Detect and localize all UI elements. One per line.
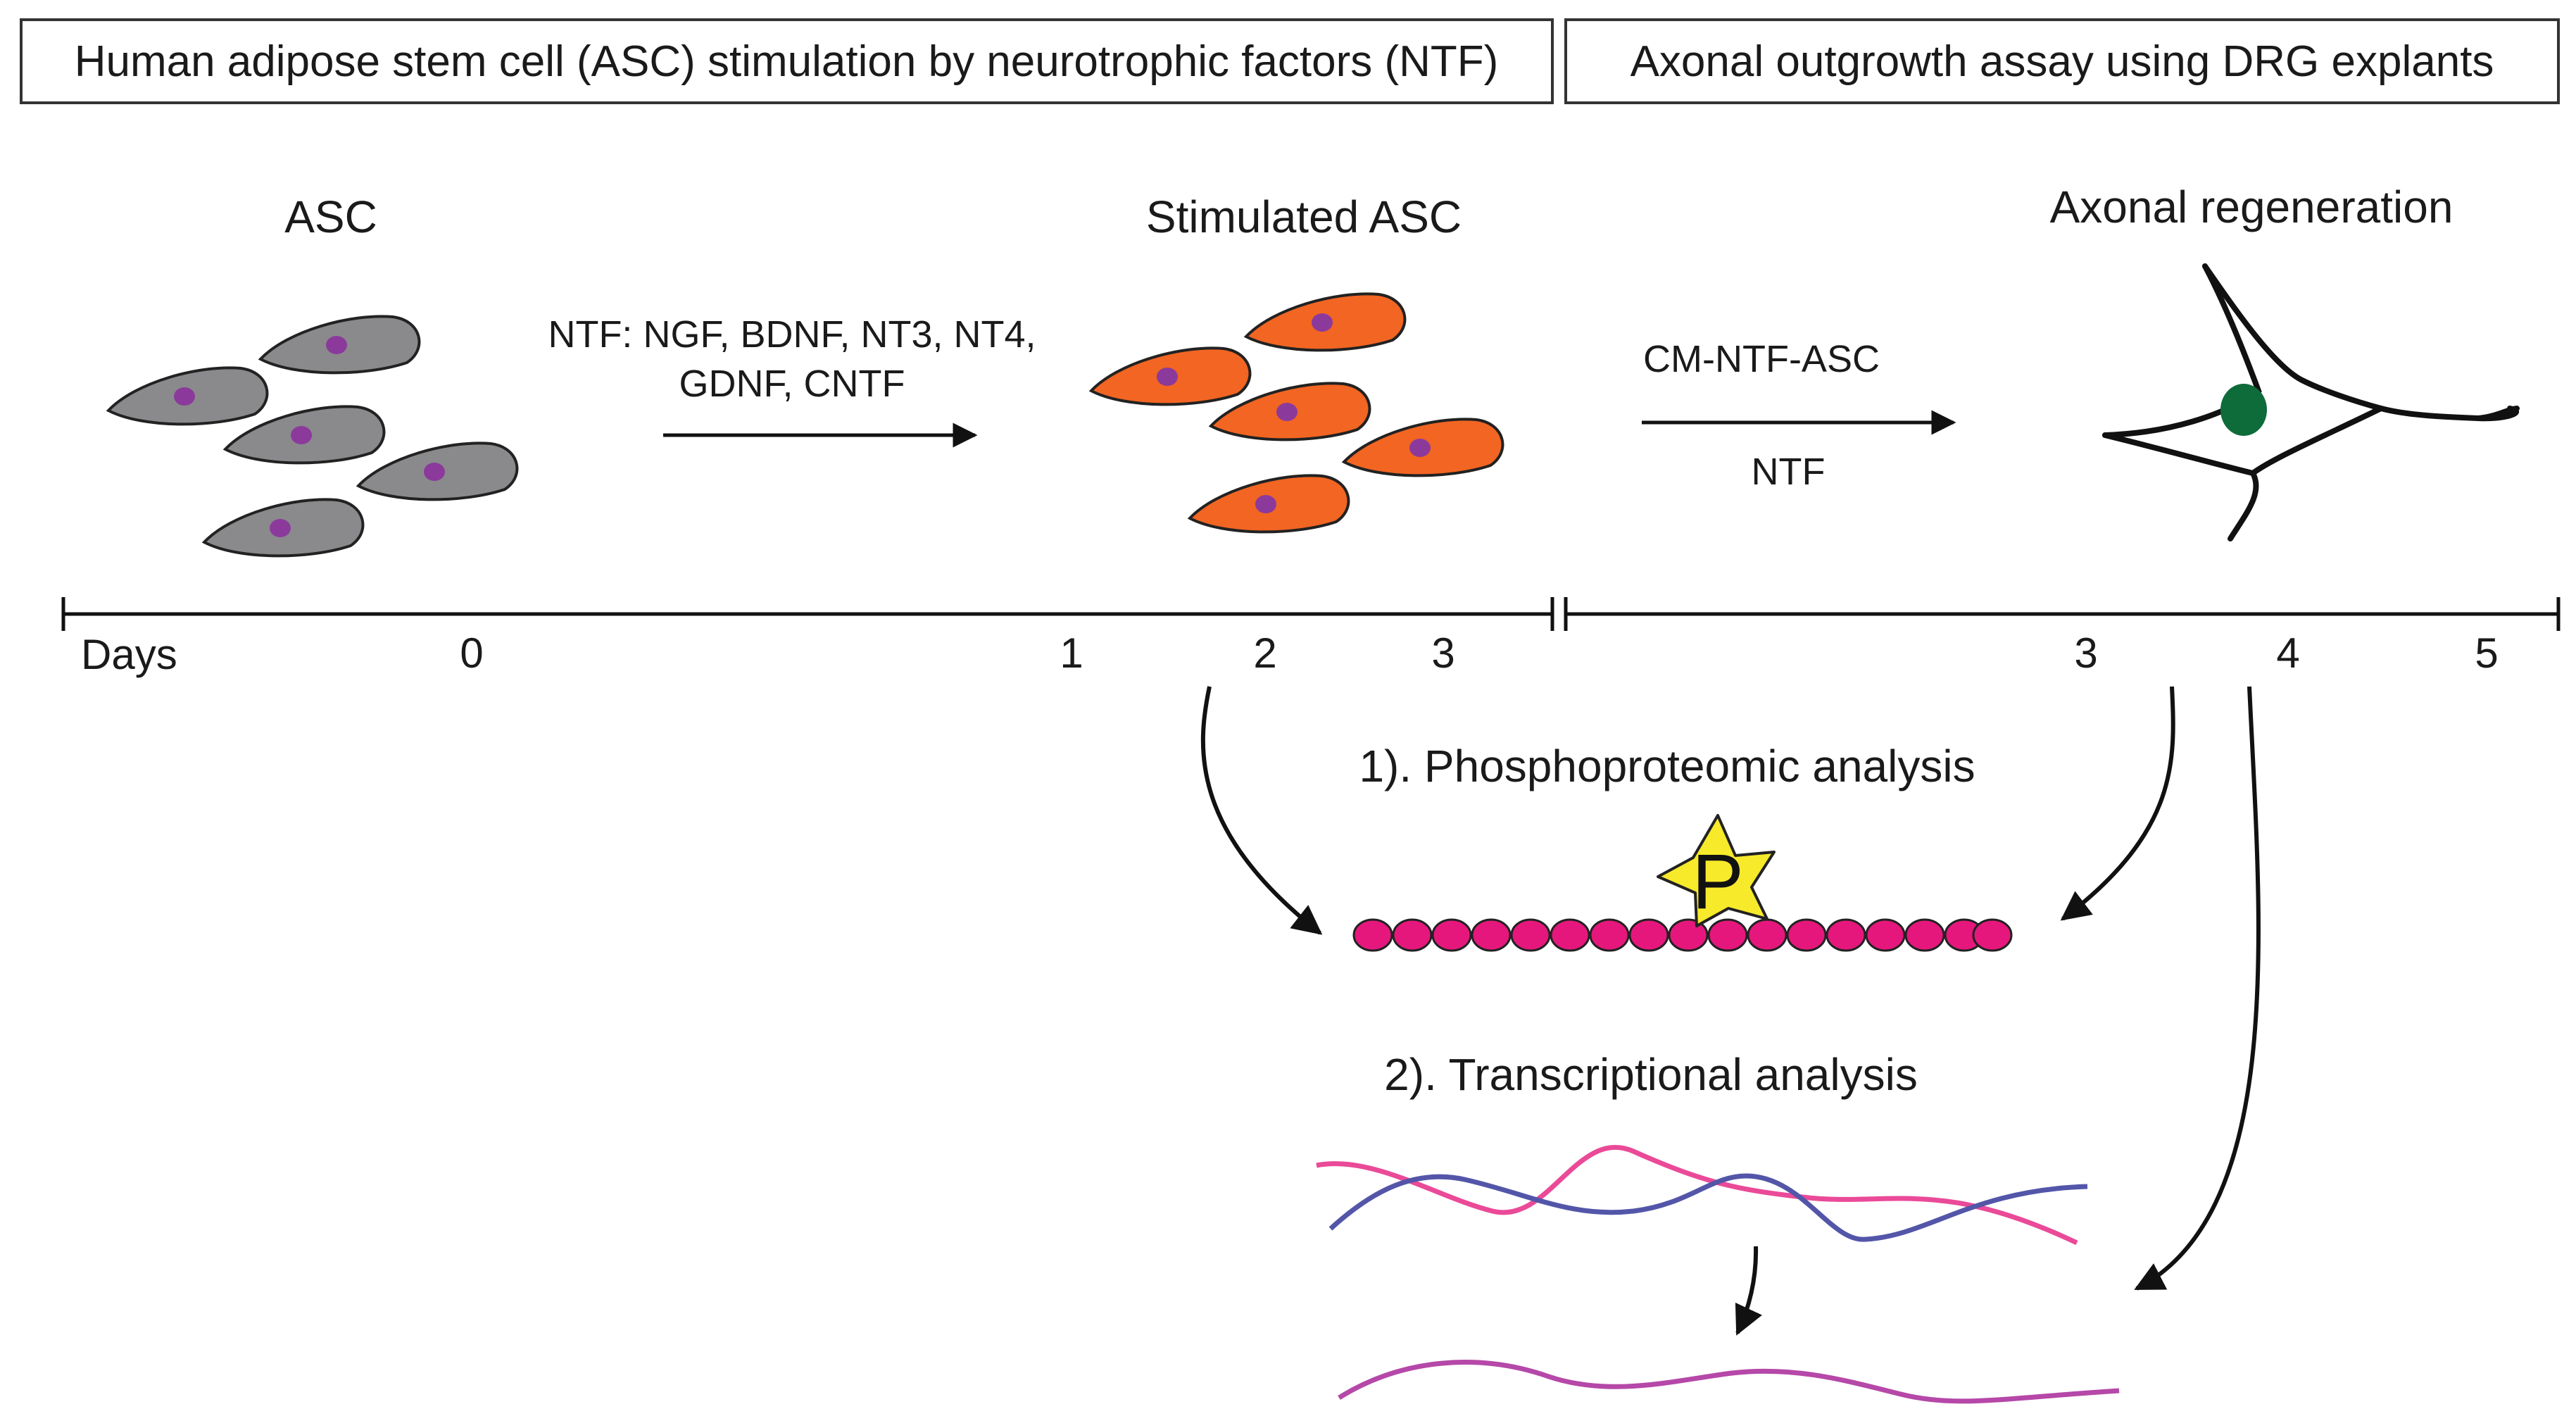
peptide-bead	[1972, 918, 2013, 952]
mrna-wave-icon	[1338, 1360, 2120, 1404]
cell-icon	[1188, 474, 1350, 534]
timeline: Days 0 1 2 3 3 4 5	[61, 597, 2561, 678]
cell-icon	[259, 315, 421, 375]
cell-icon	[203, 498, 365, 558]
peptide-bead	[1550, 918, 1590, 952]
axonal-regeneration-label: Axonal regeneration	[2050, 182, 2454, 232]
cell-icon	[357, 441, 519, 501]
phospho-star-icon: P	[1657, 814, 1776, 927]
cm-ntf-asc-label: CM-NTF-ASC	[1643, 338, 1880, 380]
mrna-wave-icon	[1316, 1144, 2088, 1246]
peptide-bead	[1904, 918, 1945, 952]
peptide-bead	[1510, 918, 1551, 952]
peptide-bead	[1826, 918, 1866, 952]
cell-icon	[1245, 292, 1407, 352]
peptide-bead	[1668, 918, 1709, 952]
asc-cells	[107, 315, 519, 558]
day2-to-phospho-arrow	[1200, 686, 1323, 935]
peptide-bead	[1352, 918, 1393, 952]
peptide-bead	[1747, 918, 1788, 952]
peptide-bead	[1786, 918, 1827, 952]
tick-label: 5	[2475, 630, 2498, 677]
peptide-chain	[1352, 918, 2013, 952]
peptide-bead	[1392, 918, 1433, 952]
peptide-bead	[1589, 918, 1630, 952]
tick-label: 1	[1060, 630, 1083, 677]
ntf-list-line2: GDNF, CNTF	[679, 363, 905, 405]
cell-icon	[1343, 418, 1504, 477]
stimulated-asc-label: Stimulated ASC	[1146, 192, 1462, 242]
header-right-box: Axonal outgrowth assay using DRG explant…	[1564, 18, 2560, 104]
stimulated-cells	[1090, 292, 1504, 534]
tick-label: 4	[2276, 630, 2299, 677]
transcript-processing-arrow	[1735, 1246, 1762, 1336]
ntf-list-line1: NTF: NGF, BDNF, NT3, NT4,	[548, 313, 1036, 356]
peptide-bead	[1431, 918, 1472, 952]
neuron-icon	[2102, 263, 2520, 541]
header-left-box: Human adipose stem cell (ASC) stimulatio…	[20, 18, 1554, 104]
peptide-bead	[1471, 918, 1512, 952]
day4-to-transcript-arrow	[2134, 686, 2261, 1291]
ntf-label: NTF	[1752, 451, 1826, 493]
peptide-bead	[1707, 918, 1748, 952]
phospho-analysis-label: 1). Phosphoproteomic analysis	[1359, 741, 1975, 791]
cell-icon	[107, 366, 269, 426]
tick-label: 0	[460, 630, 483, 677]
tick-label: 2	[1253, 630, 1276, 677]
cell-icon	[1090, 346, 1252, 406]
day3-to-phospho-arrow	[2060, 686, 2175, 921]
peptide-bead	[1628, 918, 1669, 952]
header-left-title: Human adipose stem cell (ASC) stimulatio…	[75, 37, 1499, 86]
tick-label: 3	[2074, 630, 2097, 677]
asc-label: ASC	[284, 192, 377, 242]
days-label: Days	[81, 631, 177, 678]
header-right-title: Axonal outgrowth assay using DRG explant…	[1631, 37, 2494, 86]
transcript-analysis-label: 2). Transcriptional analysis	[1384, 1049, 1918, 1100]
peptide-bead	[1865, 918, 1906, 952]
phospho-marker: P	[1692, 839, 1743, 925]
tick-label: 3	[1431, 630, 1455, 677]
